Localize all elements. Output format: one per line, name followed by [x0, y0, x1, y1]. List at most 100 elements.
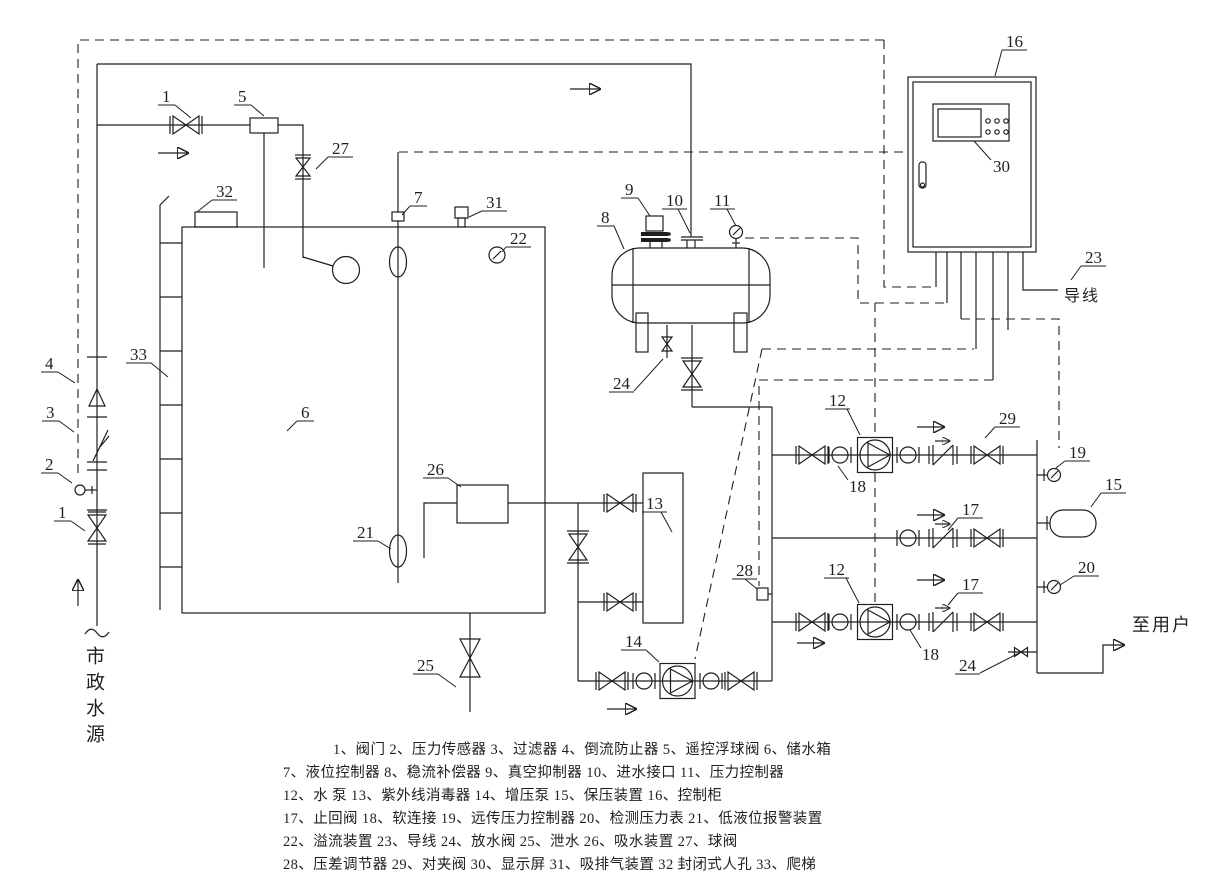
remote-pressure-controller-icon	[1037, 467, 1062, 483]
legend-line: 7、液位控制器 8、稳流补偿器 9、真空抑制器 10、进水接口 11、压力控制器	[283, 763, 784, 781]
top-feed-piping	[97, 63, 692, 285]
check-valve-icon	[929, 441, 957, 465]
svg-text:2: 2	[45, 455, 54, 474]
callout-24: 24	[609, 358, 664, 393]
control-cabinet	[907, 76, 1058, 380]
svg-text:14: 14	[625, 632, 643, 651]
callout-12: 12	[825, 391, 861, 436]
callout-28: 28	[732, 561, 758, 590]
legend-line: 17、止回阀 18、软连接 19、远传压力控制器 20、检测压力表 21、低液位…	[283, 810, 823, 827]
svg-text:1: 1	[162, 87, 171, 106]
callout-17: 17	[947, 575, 983, 606]
callout-3: 3	[42, 403, 75, 433]
svg-text:24: 24	[959, 656, 977, 675]
callout-21: 21	[353, 523, 392, 550]
svg-text:28: 28	[736, 561, 753, 580]
svg-text:15: 15	[1105, 475, 1122, 494]
wire-top-drop	[883, 40, 934, 288]
check-valve-icon	[929, 524, 957, 548]
svg-text:24: 24	[613, 374, 631, 393]
svg-text:13: 13	[646, 494, 663, 513]
callout-16: 16	[994, 32, 1027, 77]
pressure-holding-tank-icon	[1037, 509, 1097, 538]
callout-12: 12	[824, 560, 860, 604]
inlet-port-icon	[681, 236, 703, 248]
float-ball-icon	[331, 255, 361, 285]
air-vent-icon	[454, 206, 469, 228]
callout-19: 19	[1055, 443, 1090, 469]
svg-text:16: 16	[1006, 32, 1023, 51]
wire-diff-regulator	[758, 379, 993, 586]
svg-text:1: 1	[58, 503, 67, 522]
svg-text:30: 30	[993, 157, 1010, 176]
municipal-source-label: 市政水源	[83, 646, 104, 750]
uv-sterilizer-body	[642, 472, 684, 624]
callout-5: 5	[234, 87, 265, 117]
pressure-gauge-icon	[1037, 579, 1062, 595]
callout-24: 24	[955, 652, 1020, 675]
callout-7: 7	[401, 188, 427, 216]
svg-text:25: 25	[417, 656, 434, 675]
wire-label: 导线	[1064, 287, 1100, 305]
svg-text:12: 12	[828, 560, 845, 579]
svg-text:17: 17	[962, 575, 980, 594]
level-controller-icon	[391, 211, 405, 222]
svg-text:20: 20	[1078, 558, 1095, 577]
callout-17: 17	[947, 500, 983, 531]
svg-text:12: 12	[829, 391, 846, 410]
backflow-preventer-icon	[88, 387, 106, 407]
svg-text:17: 17	[962, 500, 980, 519]
vacuum-suppressor-icon	[641, 215, 671, 248]
wire-booster-pump	[694, 348, 763, 660]
callout-9: 9	[621, 180, 651, 217]
callout-26: 26	[423, 460, 462, 488]
diff-pressure-regulator-icon	[756, 587, 772, 601]
svg-text:7: 7	[414, 188, 423, 207]
svg-text:27: 27	[332, 139, 350, 158]
uv-booster-loop	[566, 472, 772, 709]
callout-1: 1	[158, 87, 192, 119]
remote-float-valve-icon	[249, 117, 279, 134]
svg-text:26: 26	[427, 460, 444, 479]
svg-text:33: 33	[130, 345, 147, 364]
discharge-manifold	[1008, 440, 1124, 674]
callout-13: 13	[642, 494, 673, 533]
cabinet-wires	[935, 252, 1058, 380]
legend-line: 12、水 泵 13、紫外线消毒器 14、增压泵 15、保压装置 16、控制柜	[283, 787, 722, 804]
callout-1: 1	[54, 503, 86, 532]
svg-text:19: 19	[1069, 443, 1086, 462]
storage-tank	[159, 152, 578, 712]
display-screen	[932, 103, 1010, 142]
callout-23: 23	[1070, 248, 1106, 281]
overflow-gauge-icon	[488, 246, 506, 264]
legend: 1、阀门 2、压力传感器 3、过滤器 4、倒流防止器 5、遥控浮球阀 6、储水箱…	[283, 741, 831, 873]
callout-2: 2	[41, 455, 73, 484]
boundary-dashed	[77, 39, 884, 477]
pump-branches	[772, 427, 1037, 643]
tank-drain	[459, 613, 481, 712]
ladder-icon	[159, 195, 182, 610]
svg-text:32: 32	[216, 182, 233, 201]
pressure-sensor-icon	[74, 484, 97, 496]
svg-text:31: 31	[486, 193, 503, 212]
callout-15: 15	[1090, 475, 1126, 508]
svg-text:10: 10	[666, 191, 683, 210]
callout-32: 32	[196, 182, 237, 213]
svg-text:3: 3	[46, 403, 55, 422]
wire-pressure-controller	[745, 237, 945, 304]
callout-20: 20	[1059, 558, 1099, 586]
strainer-icon	[92, 429, 110, 462]
callout-4: 4	[41, 354, 76, 384]
check-valve-icon	[929, 608, 957, 632]
callout-29: 29	[984, 409, 1020, 439]
svg-text:18: 18	[849, 477, 866, 496]
legend-line: 1、阀门 2、压力传感器 3、过滤器 4、倒流防止器 5、遥控浮球阀 6、储水箱	[333, 741, 831, 758]
stabilizer-vessel	[611, 215, 773, 681]
pipe-break-symbol	[84, 628, 110, 638]
callout-31: 31	[468, 193, 507, 218]
callout-8: 8	[597, 208, 625, 250]
svg-text:23: 23	[1085, 248, 1102, 267]
svg-text:8: 8	[601, 208, 610, 227]
